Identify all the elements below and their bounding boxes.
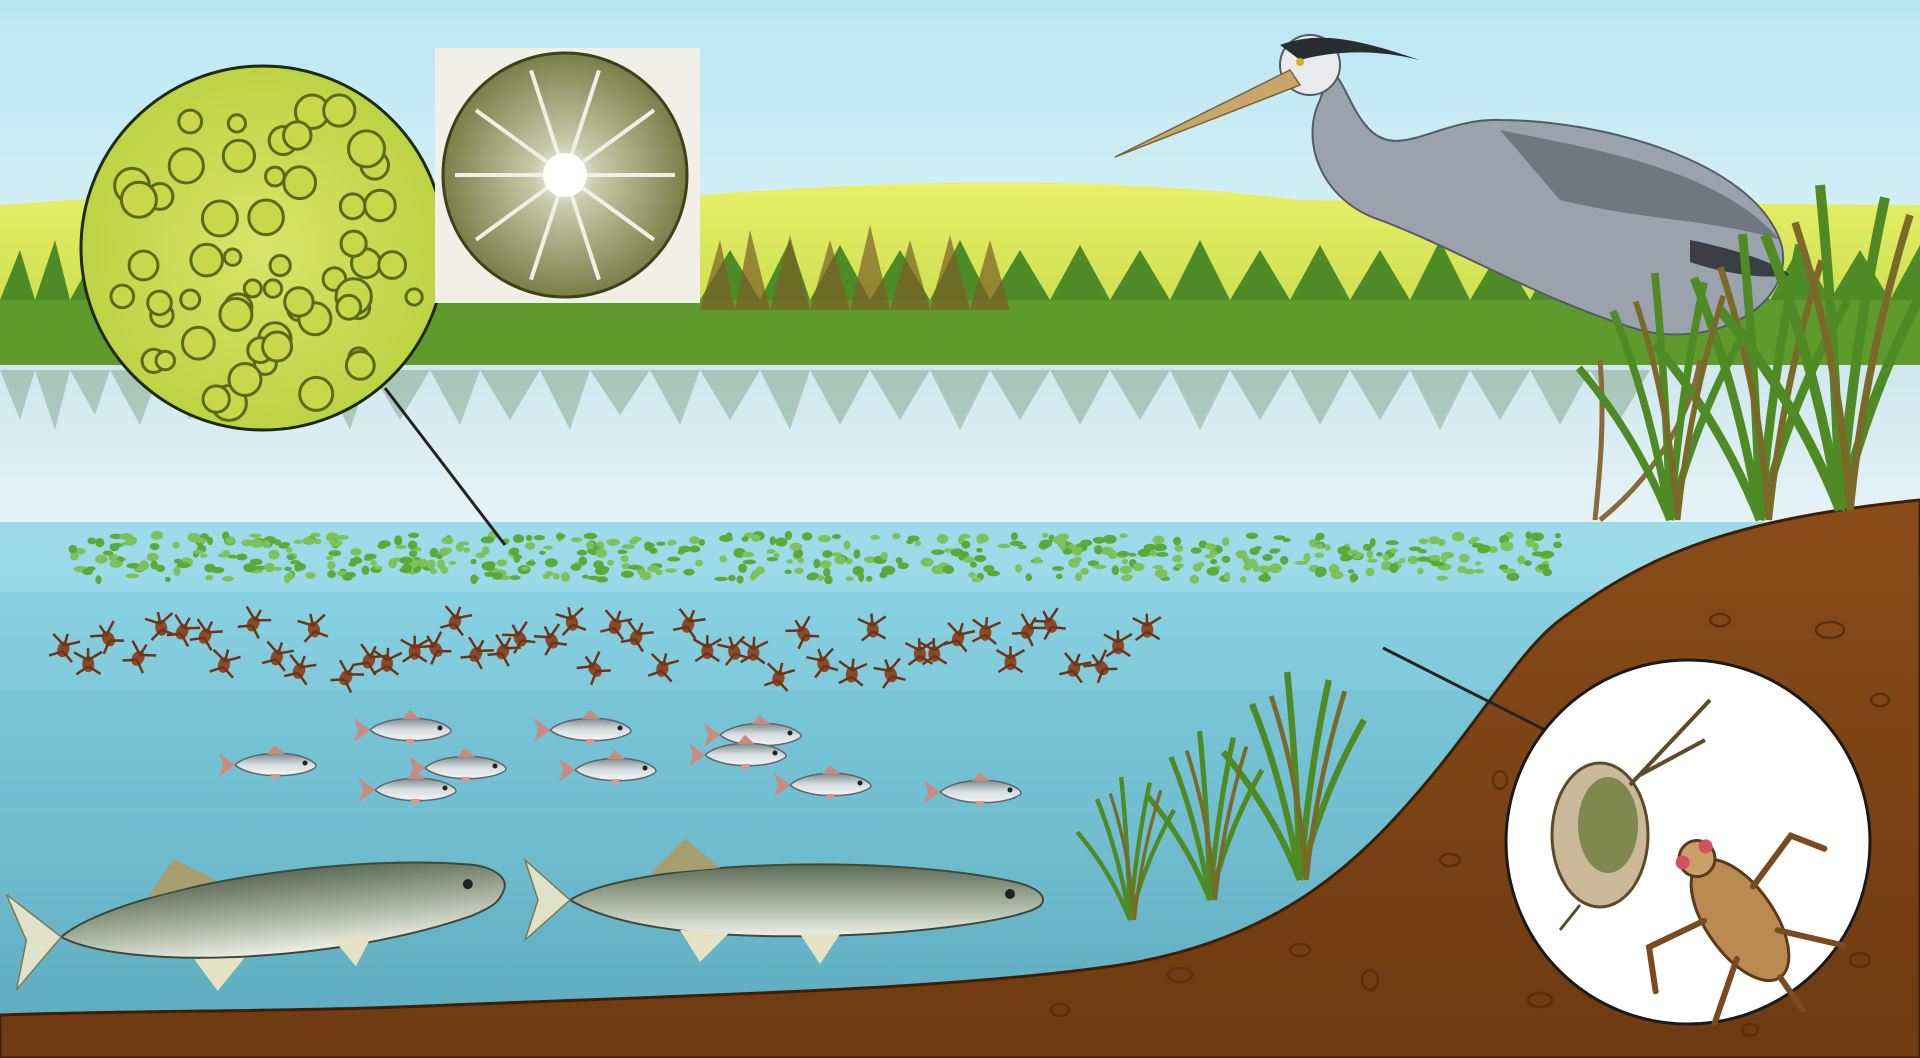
diatom-icon: [435, 48, 700, 303]
